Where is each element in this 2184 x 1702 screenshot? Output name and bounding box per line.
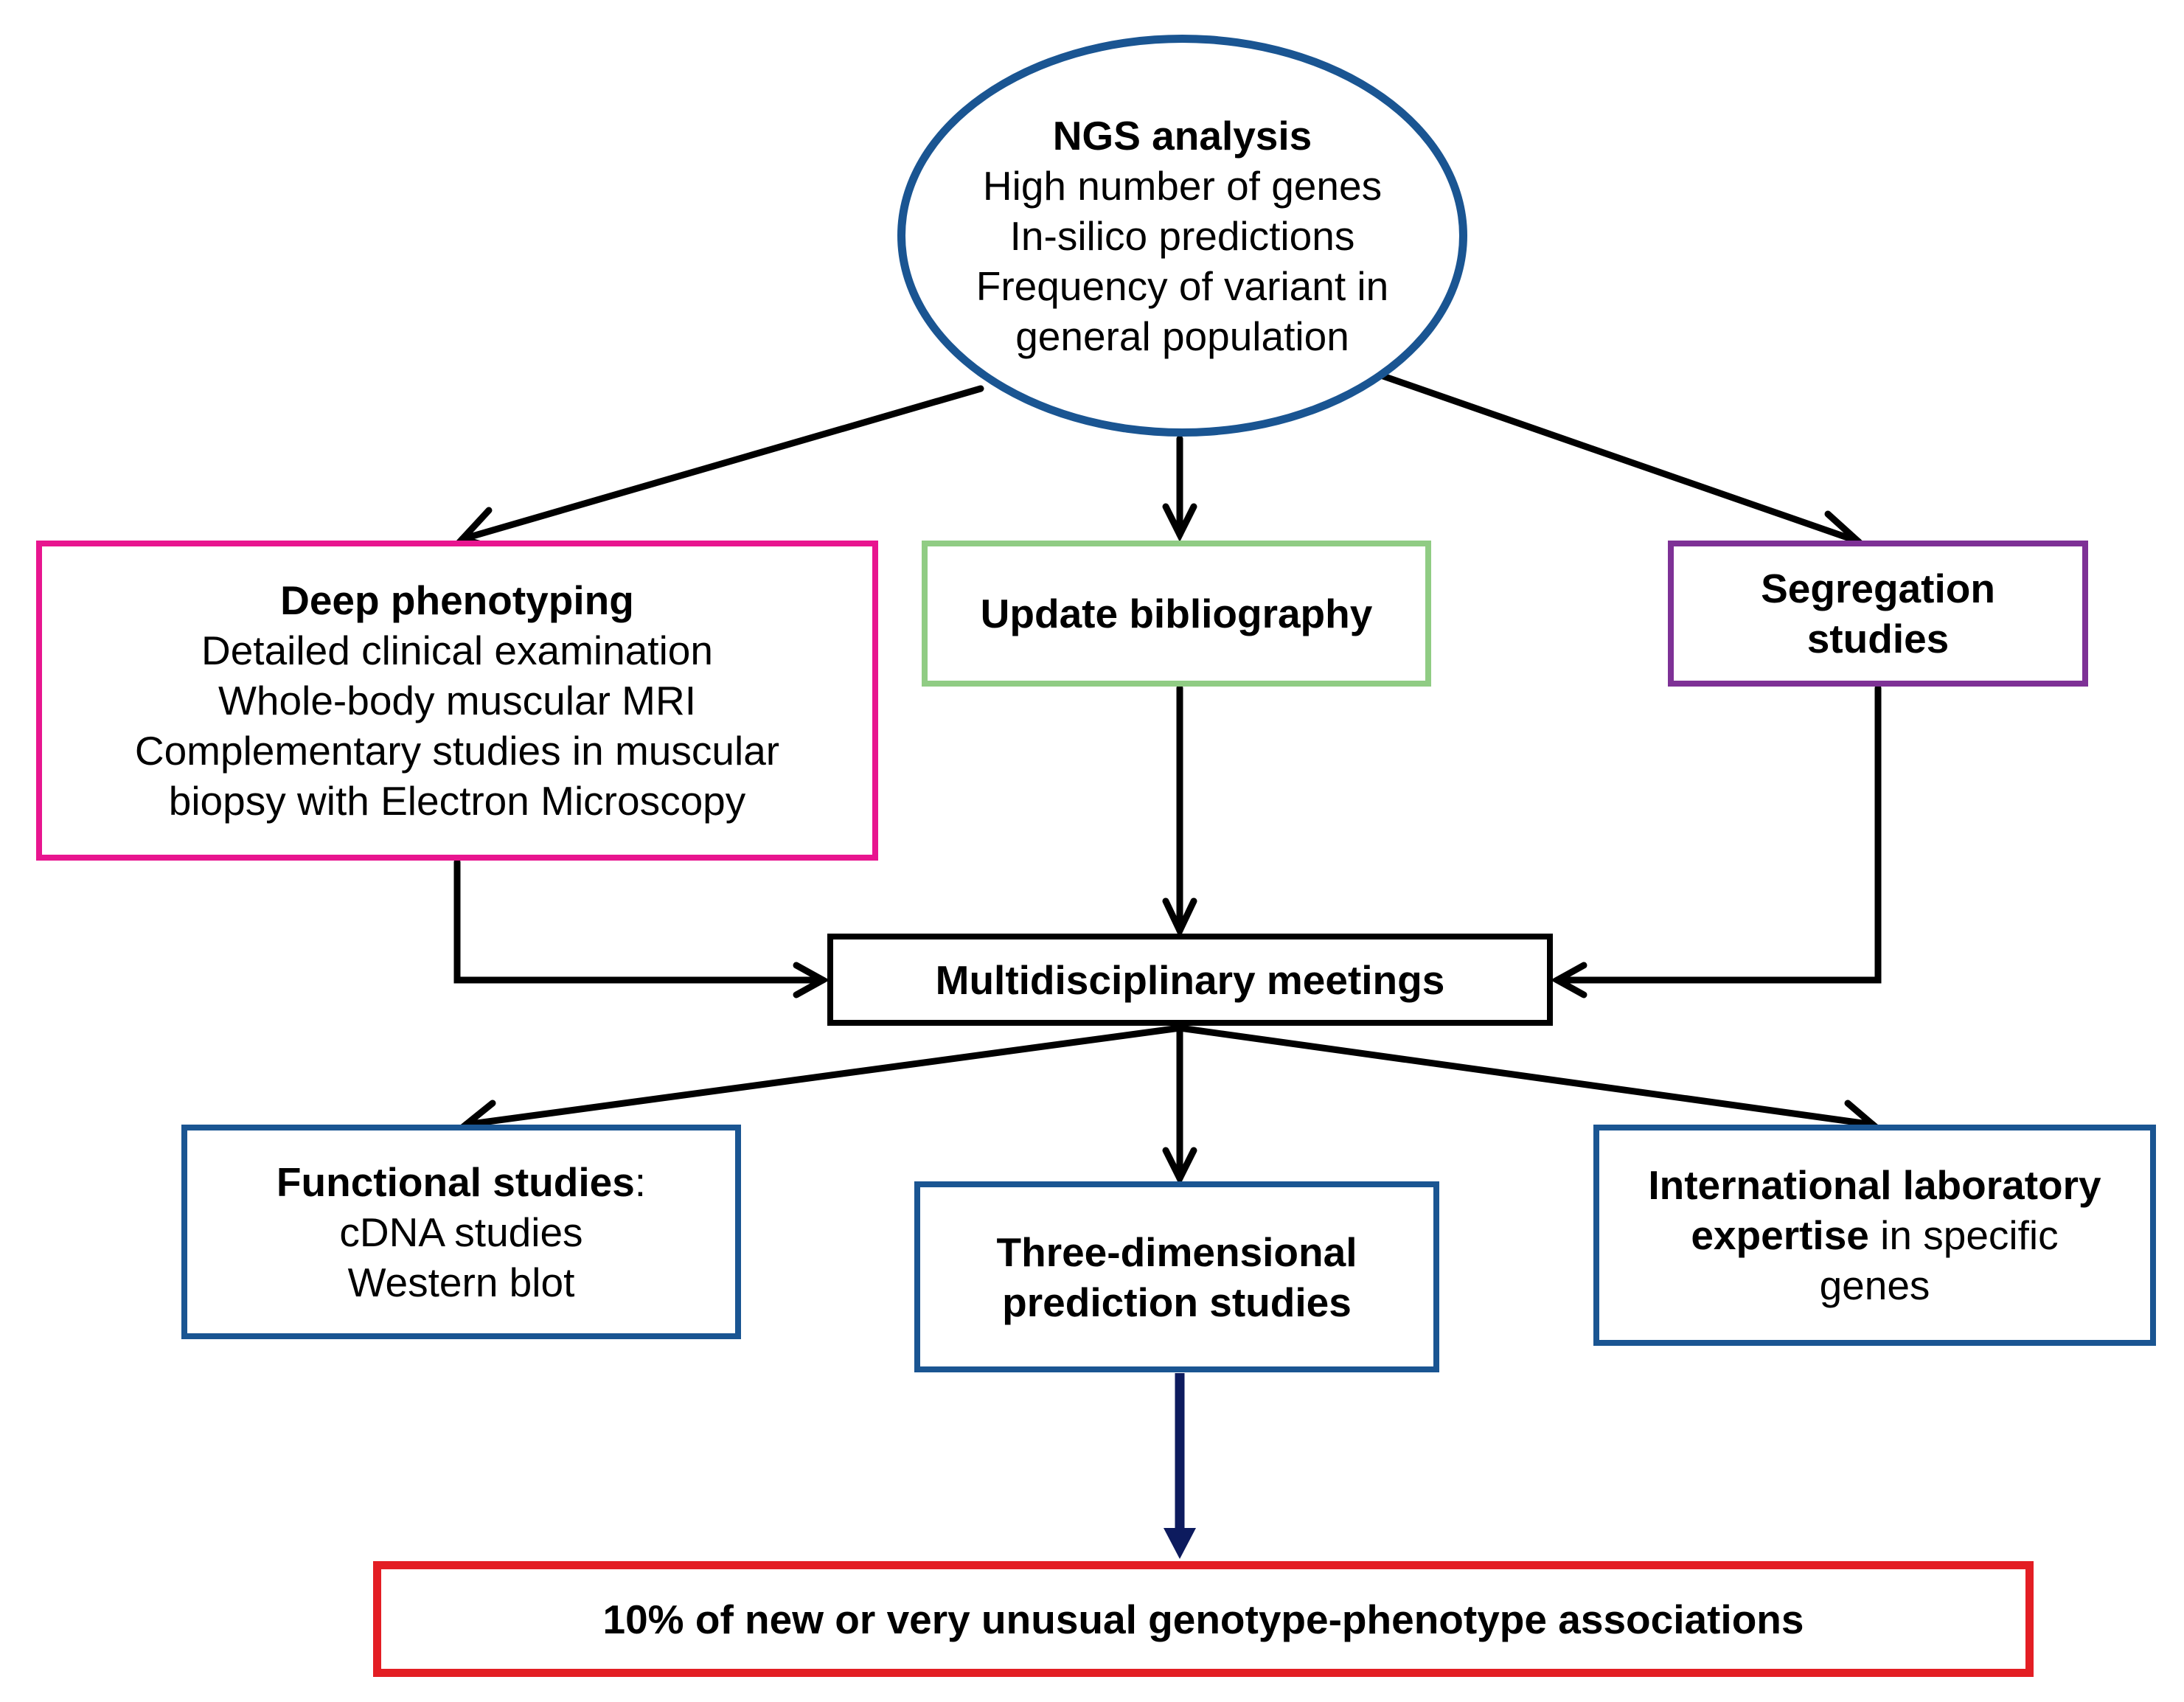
international-line-2-rest: in specific [1868,1212,2059,1258]
three-dimensional-title-line-1: Three-dimensional [996,1229,1357,1275]
arrowhead-biblio [1162,503,1197,543]
functional-title-bold: Functional studies [276,1159,635,1205]
segregation-studies-node: Segregation studies [1668,541,2088,687]
ngs-line-2: In-silico predictions [1009,212,1355,259]
multidisciplinary-meetings-node: Multidisciplinary meetings [827,934,1553,1026]
deep-phenotyping-node: Deep phenotyping Detailed clinical exami… [36,541,878,861]
functional-line-2: Western blot [347,1259,575,1305]
ngs-title: NGS analysis [1052,112,1312,159]
international-line-3: genes [1819,1262,1930,1308]
arrowhead-multi-left [793,962,830,998]
result-title: 10% of new or very unusual genotype-phen… [602,1596,1804,1642]
arrowhead-result [1164,1528,1196,1559]
international-line-1: International laboratory [1648,1162,2101,1208]
arrowhead-three [1162,1147,1197,1187]
arrow-ngs-to-segreg [1375,371,1862,545]
functional-title-suffix: : [634,1159,647,1205]
ngs-line-1: High number of genes [982,162,1383,209]
multidisciplinary-title: Multidisciplinary meetings [935,956,1445,1003]
arrowhead-multi-right [1550,962,1587,998]
arrow-deep-to-multi [453,858,827,984]
ngs-analysis-node: NGS analysis High number of genes In-sil… [897,35,1467,437]
ngs-line-4: general population [1015,313,1349,359]
deep-phenotyping-line-1: Detailed clinical examination [201,628,713,673]
deep-phenotyping-line-2: Whole-body muscular MRI [218,678,696,723]
deep-phenotyping-line-4: biopsy with Electron Microscopy [168,778,746,824]
arrow-multi-to-func [462,1024,1183,1128]
three-dimensional-title-line-2: prediction studies [1002,1279,1352,1325]
international-line-2: expertise in specific [1691,1210,2058,1260]
functional-studies-node: Functional studies: cDNA studies Western… [181,1125,741,1339]
update-bibliography-title: Update bibliography [980,591,1373,636]
functional-line-1: cDNA studies [339,1209,583,1255]
update-bibliography-node: Update bibliography [922,541,1431,687]
arrow-segreg-to-multi [1554,684,1882,984]
arrow-ngs-to-deep [459,385,984,543]
segregation-title-line-2: studies [1806,616,1950,661]
ngs-line-3: Frequency of variant in [976,263,1389,309]
segregation-title-line-1: Segregation [1761,566,1995,611]
result-node: 10% of new or very unusual genotype-phen… [373,1561,2034,1677]
arrow-multi-to-intl [1176,1024,1877,1128]
functional-title: Functional studies: [277,1157,646,1207]
international-line-2-bold: expertise [1691,1212,1869,1258]
arrowhead-multi-top [1162,897,1197,939]
three-dimensional-node: Three-dimensional prediction studies [914,1181,1439,1372]
deep-phenotyping-line-3: Complementary studies in muscular [134,728,780,774]
international-expertise-node: International laboratory expertise in sp… [1593,1125,2156,1346]
deep-phenotyping-title: Deep phenotyping [280,577,634,623]
